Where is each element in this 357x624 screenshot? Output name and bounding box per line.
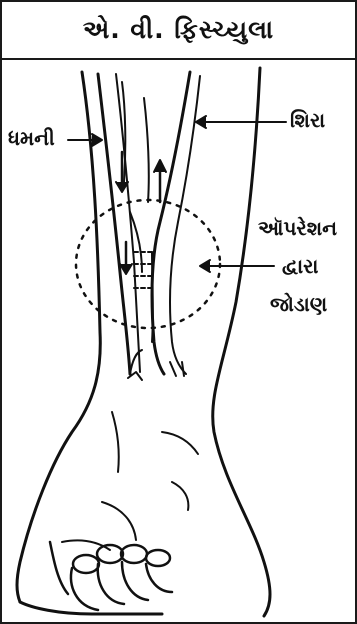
operation-label-line3: જોડાણ	[270, 294, 327, 314]
vein-label: શિરા	[290, 110, 325, 130]
artery-label: ધમની	[8, 128, 55, 148]
forearm-outline-left	[17, 72, 100, 602]
operation-label-line1: ઑપરેશન	[258, 218, 337, 238]
fingers	[50, 542, 172, 610]
forearm-outline-right	[213, 68, 270, 616]
hand-crease	[112, 412, 119, 472]
operation-label-line2: દ્વારા	[282, 256, 318, 276]
